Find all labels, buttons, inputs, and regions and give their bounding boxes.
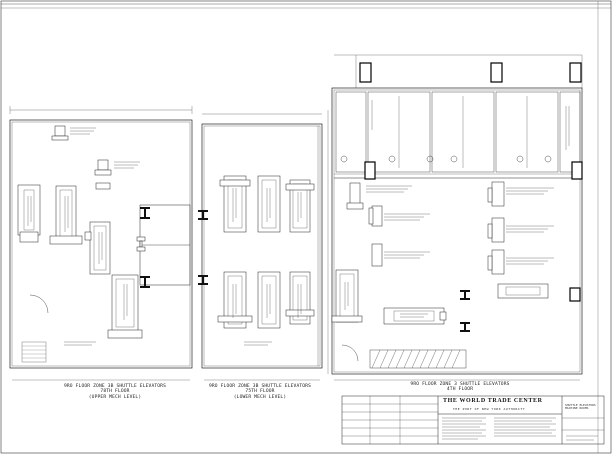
machine-unit: [383, 307, 447, 325]
middle-panel-plan: [201, 113, 323, 369]
machine-unit: [257, 271, 281, 329]
middle-panel-notes: [232, 188, 302, 346]
caption-line: 9RO FLOOR ZONE 3B SHUTTLE ELEVATORS: [63, 384, 167, 389]
machine-unit: [371, 243, 383, 267]
project-owner: THE PORT OF NEW YORK AUTHORITY: [453, 407, 526, 411]
middle-panel-caption: 9RO FLOOR ZONE 3B SHUTTLE ELEVATORS 75TH…: [203, 384, 317, 400]
machine-unit: [17, 184, 41, 243]
caption-line: 4TH FLOOR: [446, 387, 474, 393]
left-panel-machines: [17, 125, 146, 339]
dimension-lines: [12, 110, 580, 381]
right-panel-caption: 9RO FLOOR ZONE 3 SHUTTLE ELEVATORS 4TH F…: [400, 382, 520, 393]
caption-line: (LOWER MECH LEVEL): [233, 394, 287, 400]
right-panel-plan: [331, 54, 583, 375]
machine-unit: [107, 274, 143, 339]
machine-unit: [487, 181, 505, 207]
caption-line: 9RO FLOOR ZONE 3B SHUTTLE ELEVATORS: [208, 384, 312, 389]
caption-line: 78TH FLOOR: [100, 389, 130, 395]
machine-unit: [51, 125, 112, 190]
machine-unit: [368, 205, 383, 227]
elevator-rail-icon: [140, 207, 470, 332]
right-panel-notes: [344, 100, 570, 318]
machine-unit: [346, 182, 364, 210]
project-title: THE WORLD TRADE CENTER: [443, 398, 543, 404]
sheet-title-line: MACHINE ROOMS: [565, 406, 589, 410]
machine-unit: [84, 221, 111, 275]
machine-unit: [217, 271, 253, 329]
machine-unit: [219, 175, 251, 233]
machine-unit: [487, 249, 505, 275]
machine-unit: [331, 269, 363, 323]
sheet-title-line: SHUTTLE ELEVATORS: [565, 403, 596, 407]
caption-line: (UPPER MECH LEVEL): [88, 394, 142, 400]
machine-unit: [285, 271, 315, 325]
right-panel-hatch: [371, 349, 461, 369]
right-panel-machines: [331, 181, 549, 325]
left-panel-notes: [27, 127, 140, 346]
caption-line: 9RO FLOOR ZONE 3 SHUTTLE ELEVATORS: [410, 382, 510, 387]
machine-unit: [487, 217, 505, 243]
left-panel-caption: 9RO FLOOR ZONE 3B SHUTTLE ELEVATORS 78TH…: [60, 384, 170, 400]
title-block: [341, 395, 605, 445]
machine-unit: [257, 175, 281, 233]
middle-panel-machines: [217, 175, 315, 329]
machine-unit: [497, 283, 549, 299]
machine-unit: [285, 179, 315, 233]
title-block-fine-print: [442, 417, 598, 441]
machine-unit: [136, 236, 146, 252]
sheet-title: SHUTTLE ELEVATORS MACHINE ROOMS: [565, 404, 596, 410]
machine-unit: [49, 185, 83, 245]
i-beam-symbol-icon: [359, 62, 583, 302]
caption-line: 75TH FLOOR: [245, 389, 275, 395]
